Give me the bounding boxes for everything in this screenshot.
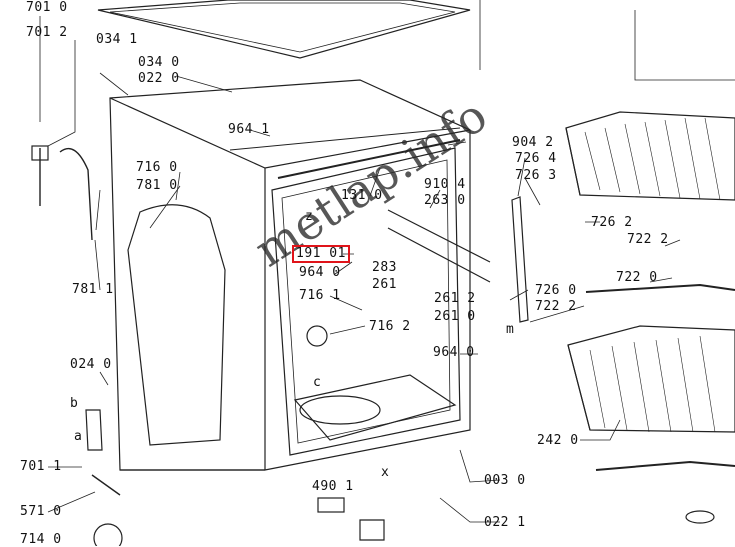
hose-valve	[31, 145, 49, 161]
pump	[93, 523, 123, 546]
callout-a: a	[74, 429, 83, 444]
label-726-3: 726 3	[515, 168, 557, 183]
switch-part	[317, 497, 345, 513]
label-034-1: 034 1	[96, 32, 138, 47]
label-781-0: 781 0	[136, 178, 178, 193]
label-726-4: 726 4	[515, 151, 557, 166]
label-701-2: 701 2	[26, 25, 68, 40]
arm-bracket	[511, 196, 529, 323]
callout-x: x	[381, 465, 390, 480]
label-261: 261	[372, 277, 397, 292]
label-283: 283	[372, 260, 397, 275]
label-910-4: 910 4	[424, 177, 466, 192]
label-726-0: 726 0	[535, 283, 577, 298]
callout-m: m	[506, 322, 515, 337]
worktop-panel	[97, 0, 471, 59]
label-716-2: 716 2	[369, 319, 411, 334]
label-722-0: 722 0	[616, 270, 658, 285]
drain-connector	[91, 474, 121, 496]
hinge-part	[85, 409, 103, 451]
label-964-0-right: 964 0	[433, 345, 475, 360]
label-263-0: 263 0	[424, 193, 466, 208]
insulation-blanket	[127, 204, 226, 446]
callout-c: c	[313, 375, 322, 390]
label-261-0: 261 0	[434, 309, 476, 324]
label-964-0-left: 964 0	[299, 265, 341, 280]
label-781-1: 781 1	[72, 282, 114, 297]
label-722-2-lower: 722 2	[535, 299, 577, 314]
label-701-1: 701 1	[20, 459, 62, 474]
callout-z: z	[305, 209, 314, 224]
label-701-0: 701 0	[26, 0, 68, 15]
label-716-0: 716 0	[136, 160, 178, 175]
callout-b: b	[70, 396, 79, 411]
label-003-0: 003 0	[484, 473, 526, 488]
label-022-0: 022 0	[138, 71, 180, 86]
sensor-part	[359, 519, 385, 541]
label-242-0: 242 0	[537, 433, 579, 448]
label-714-0: 714 0	[20, 532, 62, 547]
label-716-1: 716 1	[299, 288, 341, 303]
label-191-01-highlighted: 191 01	[292, 245, 350, 263]
label-034-0: 034 0	[138, 55, 180, 70]
lower-spray-arm	[595, 460, 735, 471]
wash-arm-hub	[306, 325, 328, 347]
label-490-1: 490 1	[312, 479, 354, 494]
label-726-2: 726 2	[591, 215, 633, 230]
label-722-2-upper: 722 2	[627, 232, 669, 247]
washer-ring	[685, 510, 715, 524]
label-571-0: 571 0	[20, 504, 62, 519]
bottom-tray	[293, 374, 457, 441]
upper-spray-arm	[585, 283, 735, 293]
inlet-hose	[39, 147, 93, 241]
label-024-0: 024 0	[70, 357, 112, 372]
door-seal	[277, 139, 461, 179]
label-904-2: 904 2	[512, 135, 554, 150]
lower-basket	[567, 325, 735, 433]
label-964-1: 964 1	[228, 122, 270, 137]
tub-frame	[271, 147, 461, 456]
label-131-0: 131 0	[341, 188, 383, 203]
label-261-2: 261 2	[434, 291, 476, 306]
label-022-1: 022 1	[484, 515, 526, 530]
